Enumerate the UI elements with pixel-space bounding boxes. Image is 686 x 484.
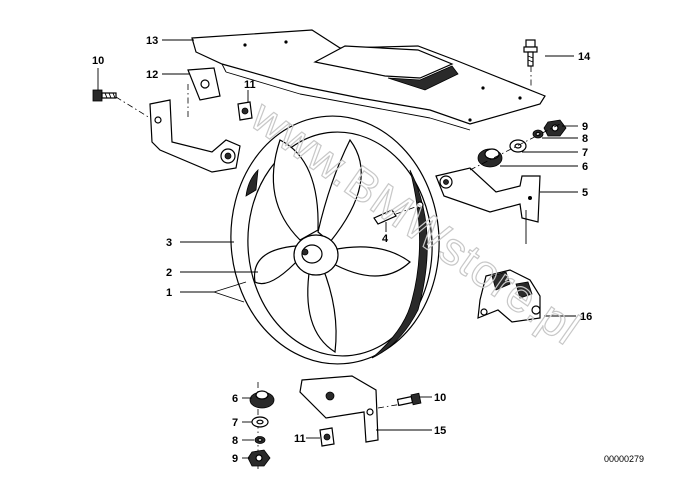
callout-13: 13 [146,35,158,47]
pin-4 [373,201,424,225]
nut-9-top [543,119,567,137]
callout-5: 5 [582,187,588,199]
rubber-mount-6-bottom [249,390,275,409]
callout-7-top: 7 [582,147,588,159]
cover-plate-13 [191,29,546,131]
callout-12: 12 [146,69,158,81]
callout-8-top: 8 [582,133,588,145]
fan-motor-hub-2 [293,234,339,276]
washer-8-bottom [254,436,266,444]
screw-10-bottom [396,392,422,407]
callout-3: 3 [166,237,172,249]
callout-2: 2 [166,267,172,279]
left-upper-bracket [149,99,241,173]
leader-lines [97,39,578,459]
callout-10-top: 10 [92,55,104,67]
callout-1: 1 [166,287,172,299]
callout-15: 15 [434,425,446,437]
callout-4: 4 [382,233,389,245]
screw-14 [523,39,538,88]
callout-9-bottom: 9 [232,453,238,465]
bracket-12 [187,67,221,118]
bracket-5 [435,167,541,244]
callout-10-bottom: 10 [434,392,446,404]
callout-11-top: 11 [244,79,256,91]
callout-11-bottom: 11 [294,433,306,445]
callout-7-bottom: 7 [232,417,238,429]
washer-7-bottom [251,416,269,428]
clip-nut-11-top [237,101,253,121]
clip-nut-11-bottom [319,427,335,447]
callout-8-bottom: 8 [232,435,238,447]
callout-6-bottom: 6 [232,393,238,405]
callout-9-top: 9 [582,121,588,133]
washer-7-top [509,139,527,153]
resistor-16 [477,269,541,323]
washer-8-top [532,129,544,139]
rubber-mount-6-top [477,148,503,168]
bracket-15 [257,375,403,470]
callout-6-top: 6 [582,161,588,173]
callout-16: 16 [580,311,592,323]
nut-9-bottom [247,449,271,467]
fan-blades-1 [253,138,411,354]
document-number: 00000279 [604,454,644,464]
callout-14: 14 [578,51,591,63]
screw-10-top [92,89,151,119]
